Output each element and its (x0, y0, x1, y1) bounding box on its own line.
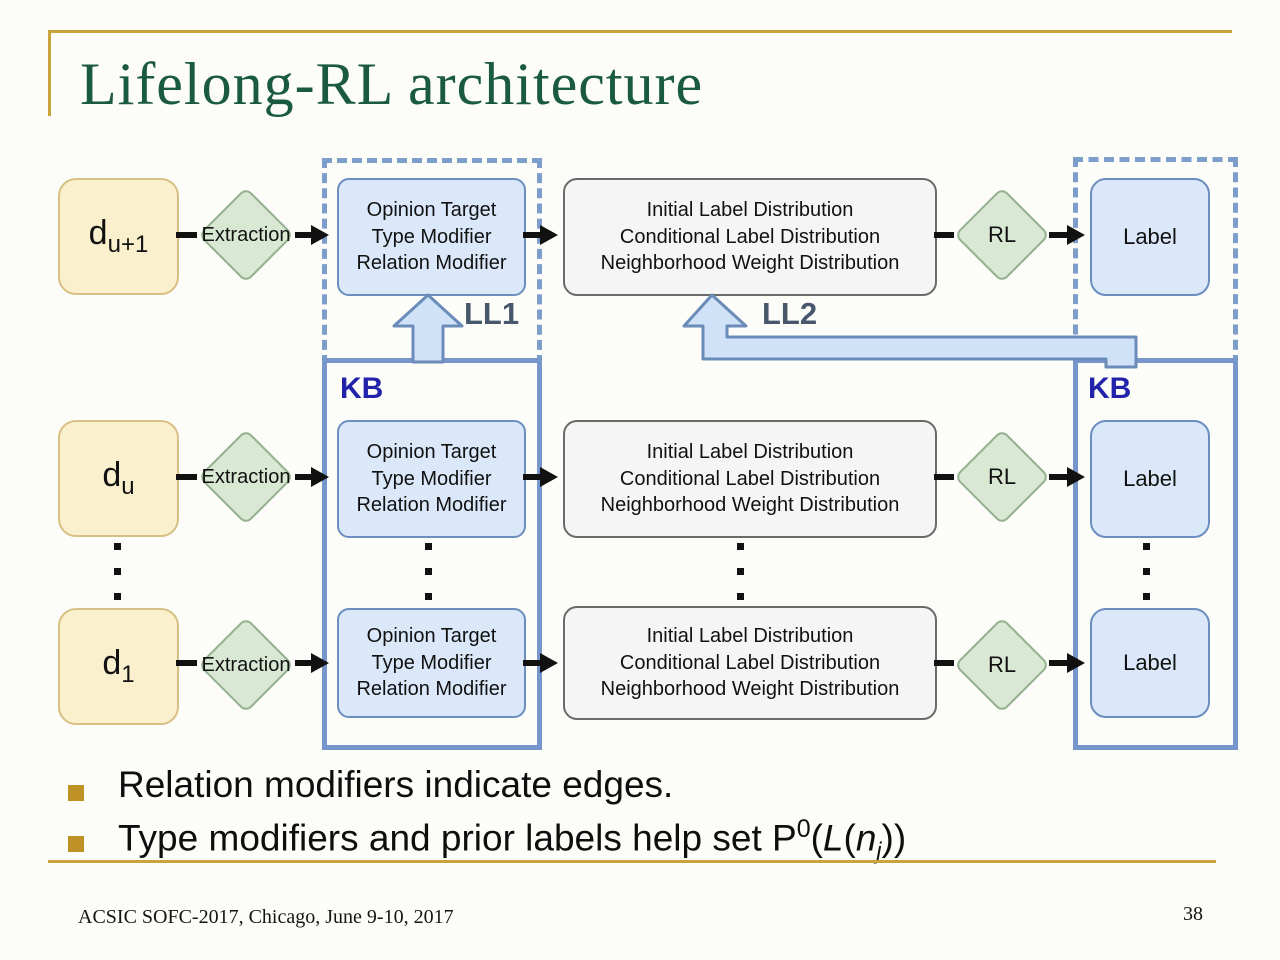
connector-line (523, 474, 541, 480)
bullet-2: Type modifiers and prior labels help set… (118, 815, 907, 864)
connector-line (295, 474, 312, 480)
ellipsis-dot (425, 543, 432, 550)
opinion-box-row3: Opinion Target Type Modifier Relation Mo… (337, 608, 526, 718)
connector-line (523, 232, 541, 238)
footer-text: ACSIC SOFC-2017, Chicago, June 9-10, 201… (78, 906, 454, 928)
distribution-box-row2: Initial Label Distribution Conditional L… (563, 420, 937, 538)
arrowhead-icon (540, 225, 558, 245)
rl-diamond-row3: RL (953, 616, 1051, 714)
ellipsis-dot (737, 593, 744, 600)
doc-box-d1: d1 (58, 608, 179, 725)
arrowhead-icon (311, 653, 329, 673)
bullet-icon (68, 836, 84, 852)
ll2-label: LL2 (762, 296, 818, 331)
page-title: Lifelong-RL architecture (80, 51, 704, 117)
connector-line (295, 232, 312, 238)
arrowhead-icon (311, 467, 329, 487)
label-box-row2: Label (1090, 420, 1210, 538)
bullet-1: Relation modifiers indicate edges. (118, 764, 674, 805)
bottom-gold-rule (48, 860, 1216, 863)
arrowhead-icon (540, 467, 558, 487)
ellipsis-dot (1143, 593, 1150, 600)
ellipsis-dot (114, 568, 121, 575)
ellipsis-dot (1143, 568, 1150, 575)
arrowhead-icon (1067, 467, 1085, 487)
extraction-diamond-row2: Extraction (197, 428, 295, 526)
distribution-box-row1: Initial Label Distribution Conditional L… (563, 178, 937, 296)
connector-line (176, 660, 197, 666)
connector-line (934, 474, 954, 480)
left-gold-rule (48, 30, 51, 116)
connector-line (934, 232, 954, 238)
doc-label: du+1 (88, 214, 149, 258)
doc-box-du1: du+1 (58, 178, 179, 295)
ellipsis-dot (114, 543, 121, 550)
connector-line (295, 660, 312, 666)
ellipsis-dot (425, 593, 432, 600)
rl-diamond-row2: RL (953, 428, 1051, 526)
ellipsis-dot (425, 568, 432, 575)
doc-box-du: du (58, 420, 179, 537)
opinion-box-row2: Opinion Target Type Modifier Relation Mo… (337, 420, 526, 538)
kb-label-left: KB (340, 372, 384, 405)
connector-line (523, 660, 541, 666)
label-box-row1: Label (1090, 178, 1210, 296)
connector-line (176, 474, 197, 480)
connector-line (1049, 474, 1068, 480)
ellipsis-dot (114, 593, 121, 600)
page-number: 38 (1183, 903, 1203, 925)
rl-diamond-row1: RL (953, 186, 1051, 284)
ll1-label: LL1 (464, 296, 520, 331)
top-gold-rule (48, 30, 1232, 33)
arrowhead-icon (1067, 225, 1085, 245)
arrowhead-icon (540, 653, 558, 673)
doc-label: d1 (102, 644, 135, 688)
doc-label: du (102, 456, 135, 500)
dashed-container-left (322, 158, 542, 365)
arrowhead-icon (1067, 653, 1085, 673)
arrowhead-icon (311, 225, 329, 245)
connector-line (176, 232, 197, 238)
extraction-diamond-row1: Extraction (197, 186, 295, 284)
ellipsis-dot (737, 568, 744, 575)
kb-container-right (1073, 358, 1238, 750)
connector-line (1049, 660, 1068, 666)
extraction-diamond-row3: Extraction (197, 616, 295, 714)
ellipsis-dot (1143, 543, 1150, 550)
ellipsis-dot (737, 543, 744, 550)
bullet-icon (68, 785, 84, 801)
distribution-box-row3: Initial Label Distribution Conditional L… (563, 606, 937, 720)
dashed-container-right (1073, 157, 1238, 365)
label-box-row3: Label (1090, 608, 1210, 718)
opinion-box-row1: Opinion Target Type Modifier Relation Mo… (337, 178, 526, 296)
ll2-arrow-icon (682, 293, 1138, 369)
connector-line (934, 660, 954, 666)
kb-label-right: KB (1088, 372, 1132, 405)
connector-line (1049, 232, 1068, 238)
